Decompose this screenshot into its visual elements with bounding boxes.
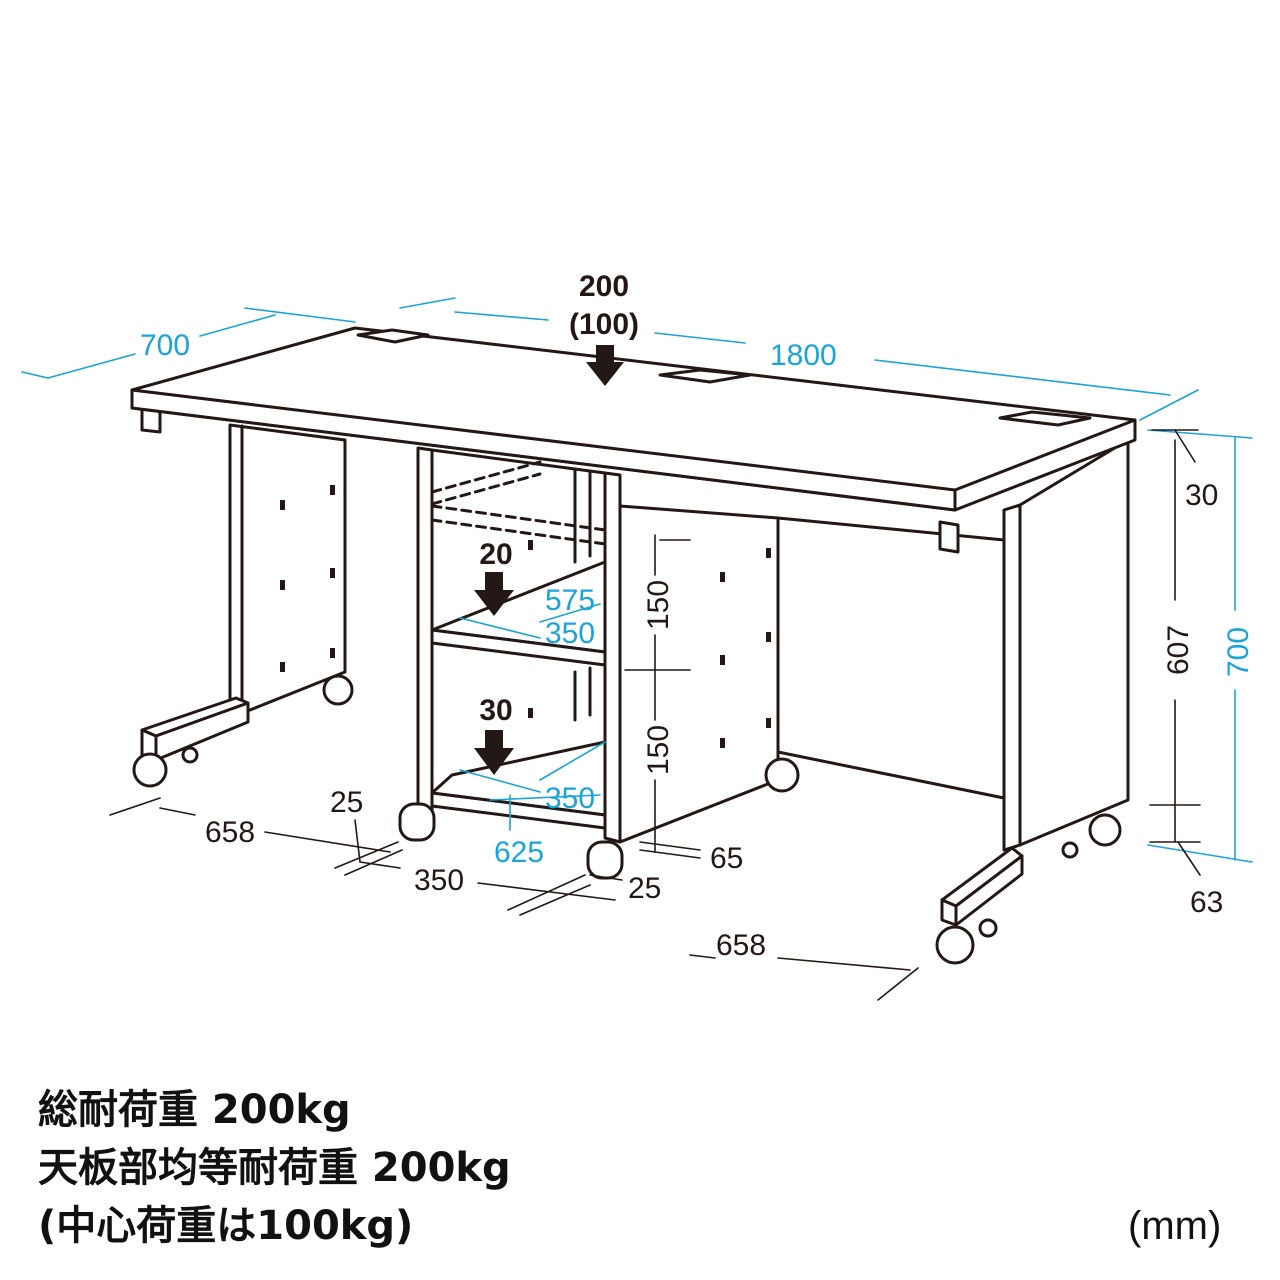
- caster: [764, 757, 800, 793]
- rack-width-label: 350: [414, 864, 464, 897]
- load-top-center-label: (100): [569, 308, 639, 341]
- height-label: 700: [1222, 627, 1255, 677]
- right-side-panel: [1018, 438, 1130, 847]
- caster: [586, 840, 624, 880]
- load-arrow-lower-shelf: [474, 730, 514, 775]
- load-upper-shelf-label: 20: [479, 538, 512, 571]
- depth-label: 700: [140, 329, 190, 362]
- leg-span-left-label: 658: [205, 816, 255, 849]
- top-bracket: [938, 520, 960, 554]
- load-arrow-top: [586, 345, 624, 386]
- cyan-dimension-lines: [21, 297, 1253, 863]
- frame-left-label: 25: [330, 786, 363, 819]
- spec-center-load: (中心荷重は100kg): [38, 1203, 414, 1249]
- caster: [978, 918, 998, 938]
- rack-frame-right-post: [603, 471, 622, 844]
- rack-depth-label: 625: [494, 836, 544, 869]
- rack-offset-label: 65: [710, 842, 743, 875]
- load-arrows: [474, 345, 624, 775]
- cable-hole: [998, 410, 1092, 427]
- load-top-label: 200: [579, 270, 629, 303]
- load-arrow-upper-shelf: [474, 572, 514, 616]
- spec-top-load: 天板部均等耐荷重 200kg: [38, 1145, 511, 1191]
- shelf-pitch-upper-label: 150: [642, 580, 675, 630]
- frame-right-label: 25: [628, 872, 661, 905]
- under-top-height-label: 607: [1162, 625, 1195, 675]
- black-dimension-lines: [109, 429, 1201, 1001]
- shelf-width-lower-label: 350: [545, 782, 595, 815]
- unit-label: (mm): [1128, 1204, 1222, 1248]
- cable-hole: [356, 328, 430, 344]
- caster: [1061, 841, 1079, 859]
- caster: [1088, 813, 1122, 847]
- cable-hole: [658, 368, 752, 384]
- load-lower-shelf-label: 30: [479, 694, 512, 727]
- leg-span-right-label: 658: [716, 929, 766, 962]
- top-thickness-label: 30: [1185, 479, 1218, 512]
- caster: [322, 674, 354, 706]
- caster: [181, 746, 199, 764]
- shelf-width-upper-label: 350: [545, 617, 595, 650]
- panel-slots: [280, 485, 771, 748]
- width-label: 1800: [770, 339, 837, 372]
- left-leg-panel: [228, 423, 347, 720]
- rack-frame-left-post: [416, 446, 434, 812]
- shelf-pitch-lower-label: 150: [642, 725, 675, 775]
- caster: [398, 802, 436, 842]
- caster: [132, 752, 168, 788]
- shelf-depth-upper-label: 575: [545, 584, 595, 617]
- spec-total-load: 総耐荷重 200kg: [38, 1087, 351, 1133]
- caster: [935, 925, 975, 965]
- right-leg-panel: [1002, 503, 1022, 852]
- desk-drawing: [130, 326, 1137, 965]
- bottom-clearance-label: 63: [1190, 886, 1223, 919]
